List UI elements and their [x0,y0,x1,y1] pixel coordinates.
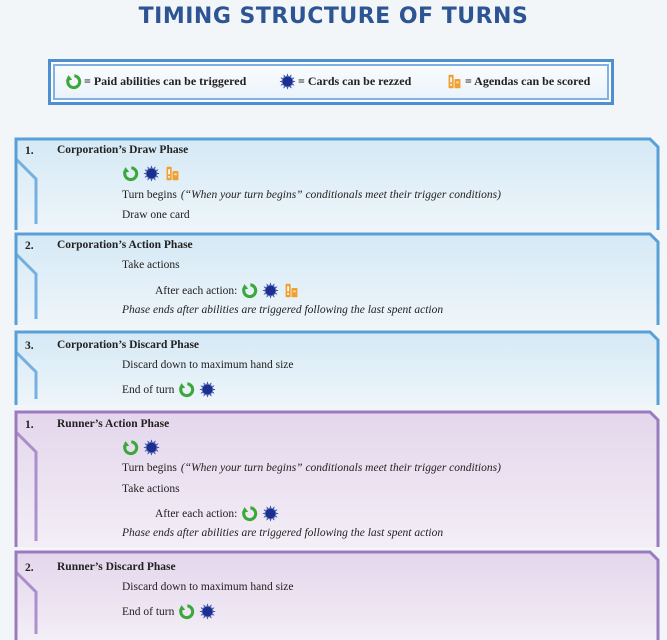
rez-icon [262,505,279,522]
runner-action-phase: 1. Runner’s Action Phase Turn begins (“W… [14,410,660,547]
agenda-score-icon [446,73,463,90]
legend-rez: = Cards can be rezzed [279,73,411,90]
legend-paid: = Paid abilities can be triggered [65,73,246,90]
phase-end-note: Phase ends after abilities are triggered… [122,304,444,316]
page-title: TIMING STRUCTURE OF TURNS [138,4,529,29]
paid-ability-icon [241,282,258,299]
panel-frame [14,410,660,547]
phase-title: Corporation’s Discard Phase [57,339,200,351]
phase-title: Corporation’s Draw Phase [57,144,189,156]
paid-ability-icon [178,603,195,620]
paid-ability-icon [65,73,82,90]
runner-discard-phase: 2. Runner’s Discard Phase Discard down t… [14,550,660,640]
legend-score-label: = Agendas can be scored [465,74,591,88]
rez-icon [143,165,160,182]
phase-number: 1. [25,419,34,431]
panel-frame [14,137,660,230]
step-note: (“When your turn begins” conditionals me… [180,189,501,201]
step-text: After each action: [155,507,238,520]
paid-ability-icon [122,439,139,456]
discard-step: Discard down to maximum hand size [122,359,294,371]
agenda-score-icon [164,165,181,182]
rez-icon [199,381,216,398]
phase-number: 2. [25,562,34,574]
icon-legend: = Paid abilities can be triggered = Card… [48,59,614,105]
paid-ability-icon [241,505,258,522]
paid-ability-icon [178,381,195,398]
agenda-score-icon [283,282,300,299]
phase-number: 3. [25,340,34,352]
panel-frame [14,330,660,405]
rez-icon [143,439,160,456]
phase-title: Runner’s Action Phase [57,418,170,430]
rez-icon [262,282,279,299]
take-actions-step: Take actions [122,259,180,271]
phase-number: 2. [25,240,34,252]
take-actions-step: Take actions [122,483,180,495]
end-of-turn-step: End of turn [122,381,216,398]
step-text: End of turn [122,605,175,618]
phase-icons [122,165,181,182]
step-text: Turn begins [122,462,177,474]
corp-draw-phase: 1. Corporation’s Draw Phase Turn begins … [14,137,660,230]
legend-paid-label: = Paid abilities can be triggered [84,74,247,88]
rez-icon [279,73,296,90]
corp-action-phase: 2. Corporation’s Action Phase Take actio… [14,232,660,325]
corp-discard-phase: 3. Corporation’s Discard Phase Discard d… [14,330,660,405]
phase-icons [122,439,160,456]
legend-rez-label: = Cards can be rezzed [298,74,412,88]
phase-title: Corporation’s Action Phase [57,239,193,251]
step-note: (“When your turn begins” conditionals me… [180,462,501,474]
legend-score: = Agendas can be scored [446,73,590,90]
paid-ability-icon [122,165,139,182]
panel-frame [14,232,660,325]
turn-begins-step: Turn begins (“When your turn begins” con… [122,189,501,201]
draw-step: Draw one card [122,209,190,221]
turn-begins-step: Turn begins (“When your turn begins” con… [122,462,501,474]
rez-icon [199,603,216,620]
phase-end-note: Phase ends after abilities are triggered… [122,527,444,539]
step-text: After each action: [155,284,238,297]
after-action-step: After each action: [155,282,300,299]
after-action-step: After each action: [155,505,279,522]
discard-step: Discard down to maximum hand size [122,581,294,593]
phase-title: Runner’s Discard Phase [57,561,176,573]
step-text: End of turn [122,383,175,396]
panel-frame [14,550,660,640]
phase-number: 1. [25,145,34,157]
step-text: Turn begins [122,189,177,201]
end-of-turn-step: End of turn [122,603,216,620]
